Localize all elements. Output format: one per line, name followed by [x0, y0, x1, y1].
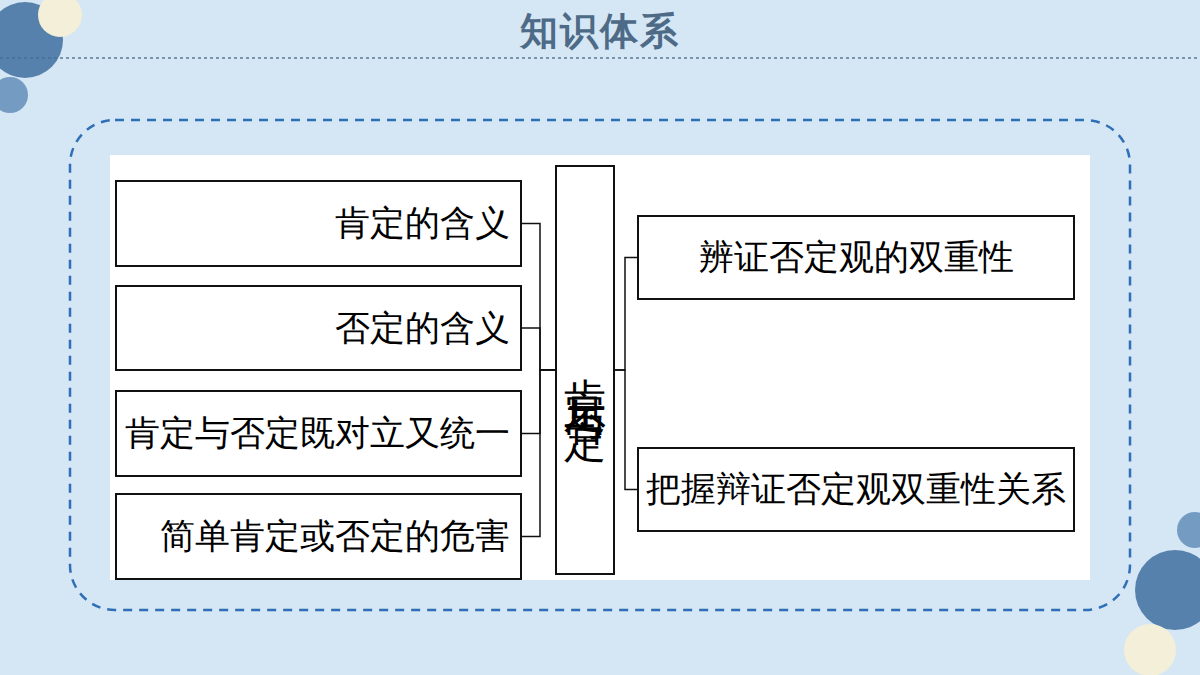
topic-box: 把握辩证否定观双重性关系 — [637, 447, 1075, 532]
topic-box: 辨证否定观的双重性 — [637, 215, 1075, 300]
box-label: 把握辩证否定观双重性关系 — [646, 466, 1066, 513]
connector-line — [522, 370, 555, 537]
connector-line — [522, 370, 555, 434]
box-label: 肯定与否定既对立又统一 — [125, 410, 510, 457]
box-label: 否定的含义 — [335, 305, 510, 352]
topic-box: 简单肯定或否定的危害 — [115, 493, 522, 580]
connector-line — [522, 224, 555, 371]
topic-box: 否定的含义 — [115, 285, 522, 371]
box-label: 肯定与否定 — [557, 345, 613, 395]
corner-flower — [0, 0, 82, 113]
topic-box: 肯定的含义 — [115, 180, 522, 267]
box-label: 辨证否定观的双重性 — [699, 234, 1014, 281]
topic-box: 肯定与否定既对立又统一 — [115, 390, 522, 477]
corner-flower — [1124, 512, 1200, 675]
white-panel — [110, 155, 1090, 580]
dashed-frame — [70, 120, 1130, 610]
box-label: 肯定的含义 — [335, 200, 510, 247]
connector-line — [615, 370, 637, 490]
title-rule — [0, 57, 1200, 59]
page-title: 知识体系 — [0, 6, 1200, 57]
box-label: 简单肯定或否定的危害 — [160, 513, 510, 560]
root-box: 肯定与否定 — [555, 165, 615, 575]
connector-line — [522, 328, 555, 370]
connector-line — [615, 258, 637, 371]
